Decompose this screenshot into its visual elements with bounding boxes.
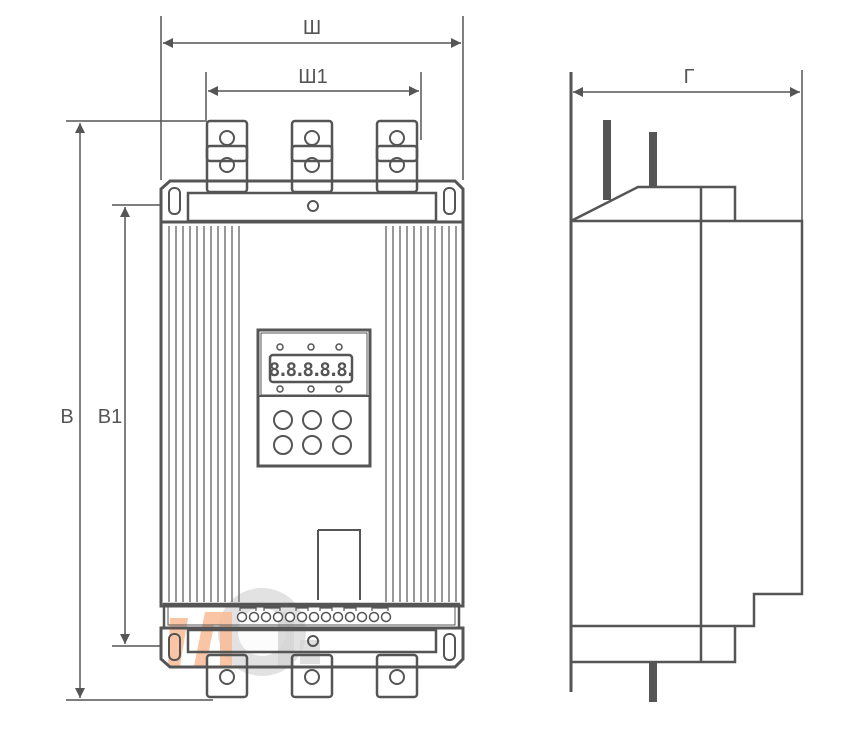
top-bus-bar bbox=[186, 191, 438, 223]
bottom-flange bbox=[159, 626, 465, 669]
keypad-buttons bbox=[273, 410, 352, 455]
side-terminal-post bbox=[603, 120, 611, 200]
side-terminal-post bbox=[649, 132, 657, 188]
main-body bbox=[159, 220, 465, 608]
dim-label-width: Ш bbox=[303, 17, 321, 39]
heatsink-fins-left bbox=[168, 226, 240, 602]
front-view: 8.8.8.8.8. bbox=[159, 119, 465, 699]
heatsink-fins-right bbox=[385, 226, 457, 602]
side-bottom-post bbox=[649, 662, 657, 702]
dim-label-depth: Г bbox=[684, 66, 695, 88]
bottom-terminals bbox=[205, 653, 419, 699]
control-panel: 8.8.8.8.8. bbox=[256, 328, 372, 468]
dim-label-height-mounting: В1 bbox=[98, 406, 122, 428]
bottom-bus-bar bbox=[186, 628, 438, 654]
side-view bbox=[569, 70, 804, 702]
led-display bbox=[268, 353, 354, 384]
dim-label-height: В bbox=[60, 406, 73, 428]
side-body bbox=[569, 219, 804, 664]
watermark-logo bbox=[168, 588, 320, 676]
display-readout: 8.8.8.8.8. bbox=[269, 359, 353, 381]
dimension-lines-front bbox=[66, 16, 464, 701]
dim-label-width-mounting: Ш1 bbox=[298, 66, 327, 88]
top-terminals bbox=[205, 119, 419, 194]
